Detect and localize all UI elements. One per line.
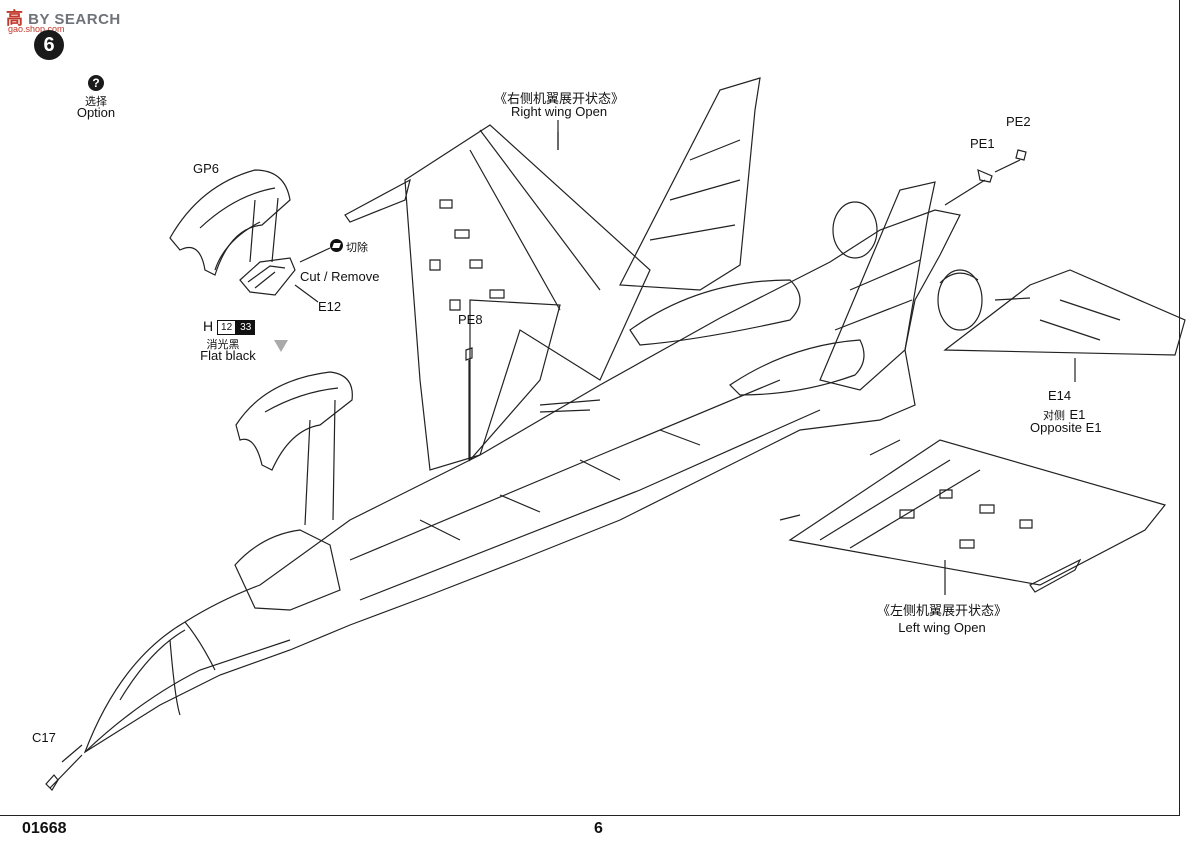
opposite-label-cn: 对侧 (1043, 410, 1065, 422)
opposite-part-label: 对侧 E1 (1043, 406, 1085, 424)
part-label-pe1: PE1 (970, 136, 995, 151)
part-label-pe8: PE8 (458, 312, 483, 327)
part-label-c17: C17 (32, 730, 56, 745)
paint-code: H (203, 318, 214, 334)
option-label-cn: 选择 (85, 96, 107, 108)
part-label-pe2: PE2 (1006, 114, 1031, 129)
left-wing-label-en: Left wing Open (898, 620, 986, 635)
left-wing-label-cn: 《左侧机翼展开状态》 (876, 603, 1007, 618)
part-label-e14: E14 (1048, 388, 1072, 403)
option-label-en: Option (76, 105, 116, 120)
canopy-lower-drawing (235, 371, 353, 526)
cut-label-cn: 切除 (346, 242, 368, 254)
part-label-e12: E12 (318, 299, 342, 314)
right-wing-label-en: Right wing Open (510, 104, 608, 119)
footer-kit-code: 01668 (22, 820, 67, 837)
left-wing-drawing (788, 439, 1167, 595)
part-label-gp6: GP6 (193, 161, 220, 176)
watermark-sub: gao.shop.com (8, 24, 65, 34)
fuel-tanks-drawing (539, 279, 865, 413)
nose-probe-c17-drawing (45, 744, 83, 791)
fuselage-drawing (83, 209, 961, 754)
vertical-tails-drawing (619, 77, 936, 391)
leader-lines (465, 120, 1027, 460)
paint-name-en: Flat black (200, 348, 256, 363)
paint-number-2: 33 (236, 319, 256, 335)
frame-right-line (1179, 0, 1180, 815)
cut-icon (330, 239, 343, 252)
part-e12-drawing (239, 257, 319, 303)
right-wing-label-cn: 《右侧机翼展开状态》 (493, 91, 624, 106)
step-number-badge: 6 (34, 30, 64, 60)
opposite-label-en: Opposite E1 (1030, 420, 1102, 435)
paint-name-cn: 消光黑 (206, 339, 240, 351)
canopy-gp6-drawing (169, 169, 291, 276)
opposite-label-part: E1 (1069, 407, 1086, 422)
frame-bottom-line (0, 815, 1180, 816)
right-wing-drawing (344, 124, 651, 471)
paint-number-1: 12 (217, 319, 237, 335)
question-icon: ? (88, 75, 104, 91)
cut-label-en: Cut / Remove (300, 269, 380, 284)
stabilizer-e14-drawing (943, 269, 1186, 382)
watermark: 高 BY SEARCH (6, 9, 121, 28)
footer-page-number: 6 (594, 820, 603, 837)
engine-nozzles-drawing (832, 201, 983, 331)
